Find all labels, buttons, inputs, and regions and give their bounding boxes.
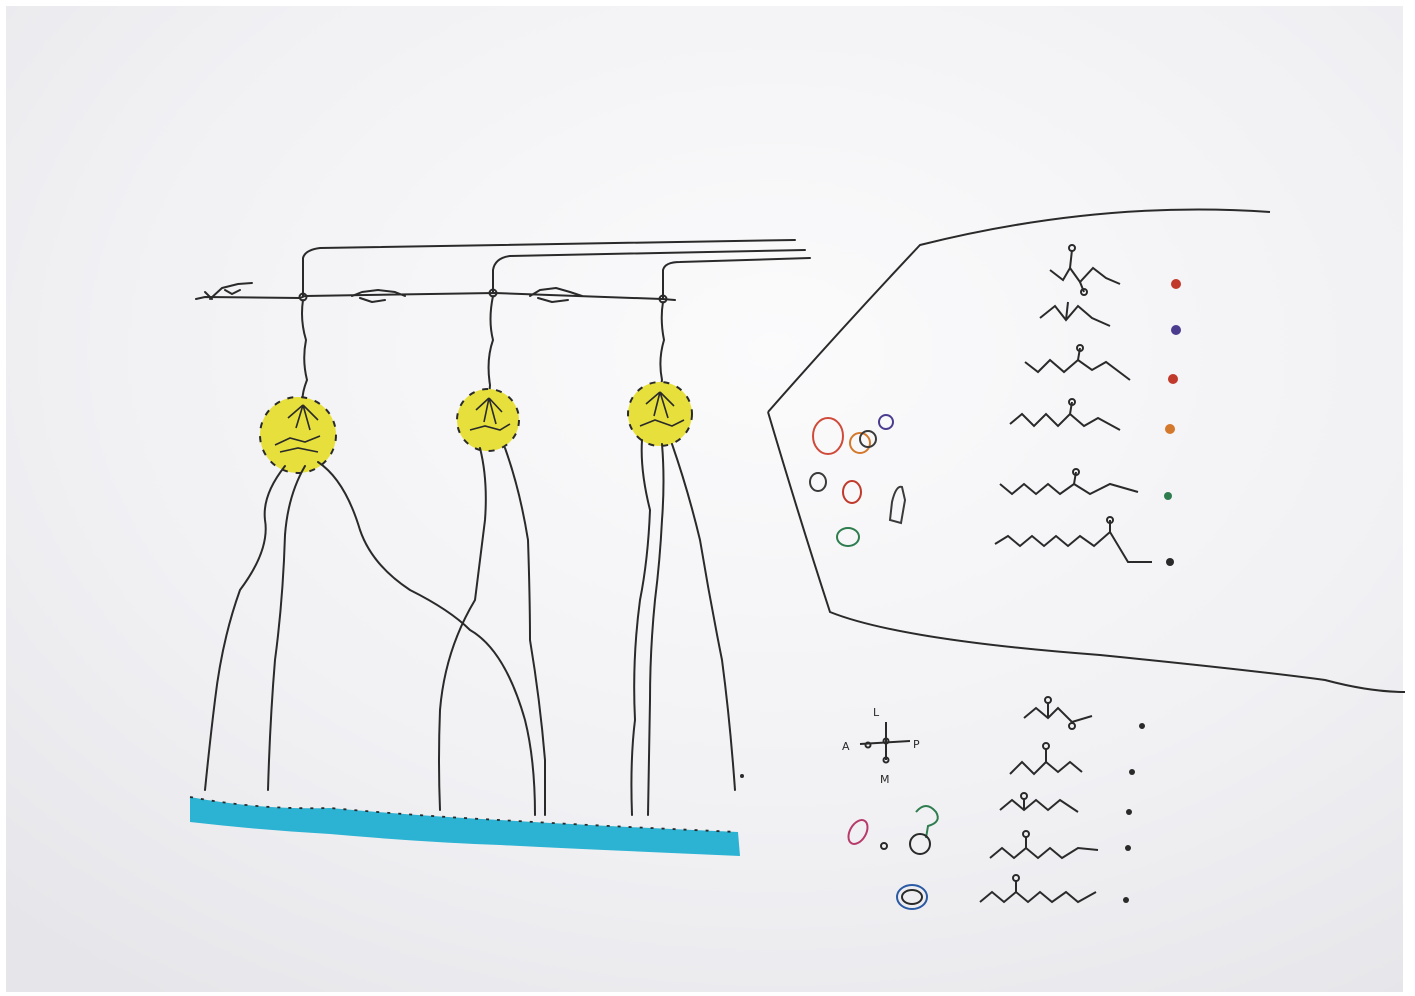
molecule-dots-lower [1123, 723, 1145, 903]
odorant-shapes-lower [847, 805, 939, 910]
odor-region-boundary [767, 208, 1406, 693]
axon-bundle [195, 239, 811, 304]
olfactory-epithelium [189, 796, 740, 856]
axis-label-right: P [913, 738, 920, 751]
molecule-color-dots-upper [1164, 279, 1181, 566]
odorant-shapes-upper [809, 414, 907, 547]
axis-label-top: L [873, 706, 880, 719]
molecule-list-lower [979, 696, 1099, 904]
glomeruli [259, 381, 693, 474]
glomerulus-1 [260, 397, 336, 473]
molecule-list-upper [994, 244, 1152, 563]
orientation-cross [859, 722, 911, 764]
glomerulus-3 [628, 382, 692, 446]
sensory-axons [204, 439, 736, 816]
mitral-cell-dendrites [301, 295, 665, 406]
glomerulus-2 [457, 389, 519, 451]
axis-label-left: A [842, 740, 850, 753]
axis-label-bottom: M [880, 773, 890, 786]
